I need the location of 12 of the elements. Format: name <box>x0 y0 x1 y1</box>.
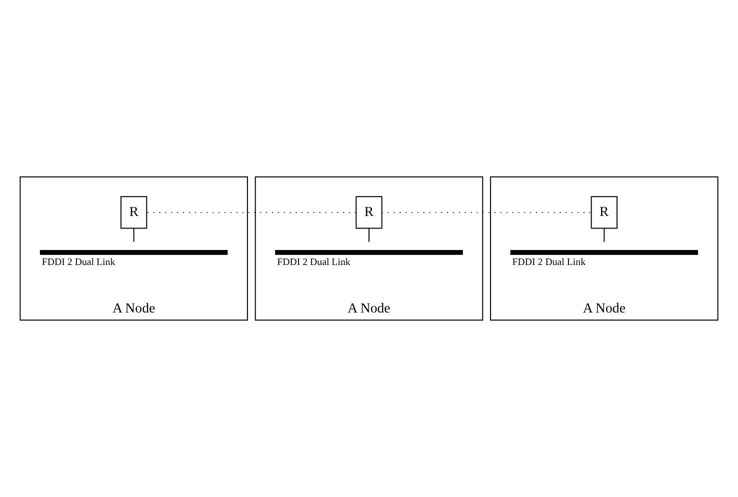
node-box: R <box>356 196 382 229</box>
node-label: FDDI 2 Dual Link <box>277 256 350 268</box>
connector <box>133 228 134 242</box>
node-bar <box>275 250 463 255</box>
node-label: FDDI 2 Dual Link <box>512 256 586 268</box>
connector <box>604 228 605 242</box>
node-label: FDDI 2 Dual Link <box>42 256 116 268</box>
connector <box>368 228 370 242</box>
node-box: R <box>120 196 148 229</box>
node-box: R <box>590 196 618 229</box>
node-bar <box>40 250 228 255</box>
node-bar <box>510 250 698 255</box>
